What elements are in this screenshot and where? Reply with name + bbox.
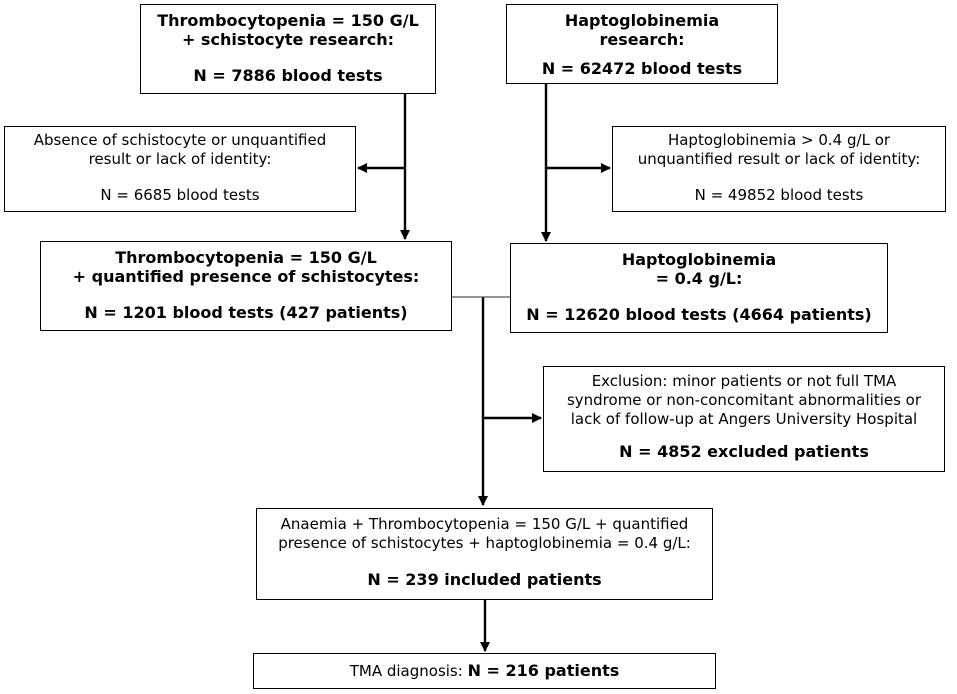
hapto-research-line1: Haptoglobinemia	[564, 11, 720, 30]
thrombo-research-line2: + schistocyte research:	[181, 30, 395, 49]
thrombo-quantified-line1: Thrombocytopenia = 150 G/L	[115, 248, 377, 267]
exclusion-line2: syndrome or non-concomitant abnormalitie…	[566, 391, 922, 409]
thrombo-research-count: N = 7886 blood tests	[193, 66, 383, 85]
thrombo-quantified-count: N = 1201 blood tests (427 patients)	[84, 303, 408, 322]
hapto-excluded-count: N = 49852 blood tests	[694, 186, 864, 204]
schisto-excluded-box: Absence of schistocyte or unquantified r…	[4, 126, 356, 212]
diagnosis-label: TMA diagnosis:	[349, 662, 468, 680]
exclusion-line3: lack of follow-up at Angers University H…	[570, 410, 918, 428]
hapto-low-line2: = 0.4 g/L:	[655, 269, 743, 288]
hapto-excluded-box: Haptoglobinemia > 0.4 g/L or unquantifie…	[612, 126, 946, 212]
included-line2: presence of schistocytes + haptoglobinem…	[278, 534, 691, 552]
hapto-low-box: Haptoglobinemia = 0.4 g/L: N = 12620 blo…	[510, 243, 888, 333]
schisto-excluded-line2: result or lack of identity:	[88, 150, 272, 168]
diagnosis-box: TMA diagnosis: N = 216 patients	[253, 653, 716, 689]
hapto-low-line1: Haptoglobinemia	[621, 250, 777, 269]
thrombo-research-box: Thrombocytopenia = 150 G/L + schistocyte…	[140, 4, 436, 94]
included-line1: Anaemia + Thrombocytopenia = 150 G/L + q…	[280, 515, 689, 533]
exclusion-box: Exclusion: minor patients or not full TM…	[543, 366, 945, 472]
hapto-research-count: N = 62472 blood tests	[541, 59, 743, 78]
schisto-excluded-count: N = 6685 blood tests	[100, 186, 260, 204]
hapto-low-count: N = 12620 blood tests (4664 patients)	[526, 305, 872, 324]
thrombo-research-line1: Thrombocytopenia = 150 G/L	[157, 11, 419, 30]
included-count: N = 239 included patients	[367, 570, 602, 589]
included-box: Anaemia + Thrombocytopenia = 150 G/L + q…	[256, 508, 713, 600]
exclusion-count: N = 4852 excluded patients	[619, 442, 869, 461]
hapto-excluded-line2: unquantified result or lack of identity:	[637, 150, 921, 168]
schisto-excluded-line1: Absence of schistocyte or unquantified	[33, 131, 327, 149]
thrombo-quantified-box: Thrombocytopenia = 150 G/L + quantified …	[40, 241, 452, 331]
thrombo-quantified-line2: + quantified presence of schistocytes:	[72, 267, 420, 286]
hapto-research-box: Haptoglobinemia research: N = 62472 bloo…	[506, 4, 778, 84]
hapto-excluded-line1: Haptoglobinemia > 0.4 g/L or	[667, 131, 891, 149]
exclusion-line1: Exclusion: minor patients or not full TM…	[591, 372, 897, 390]
hapto-research-line2: research:	[599, 30, 685, 49]
diagnosis-count: N = 216 patients	[467, 661, 620, 680]
